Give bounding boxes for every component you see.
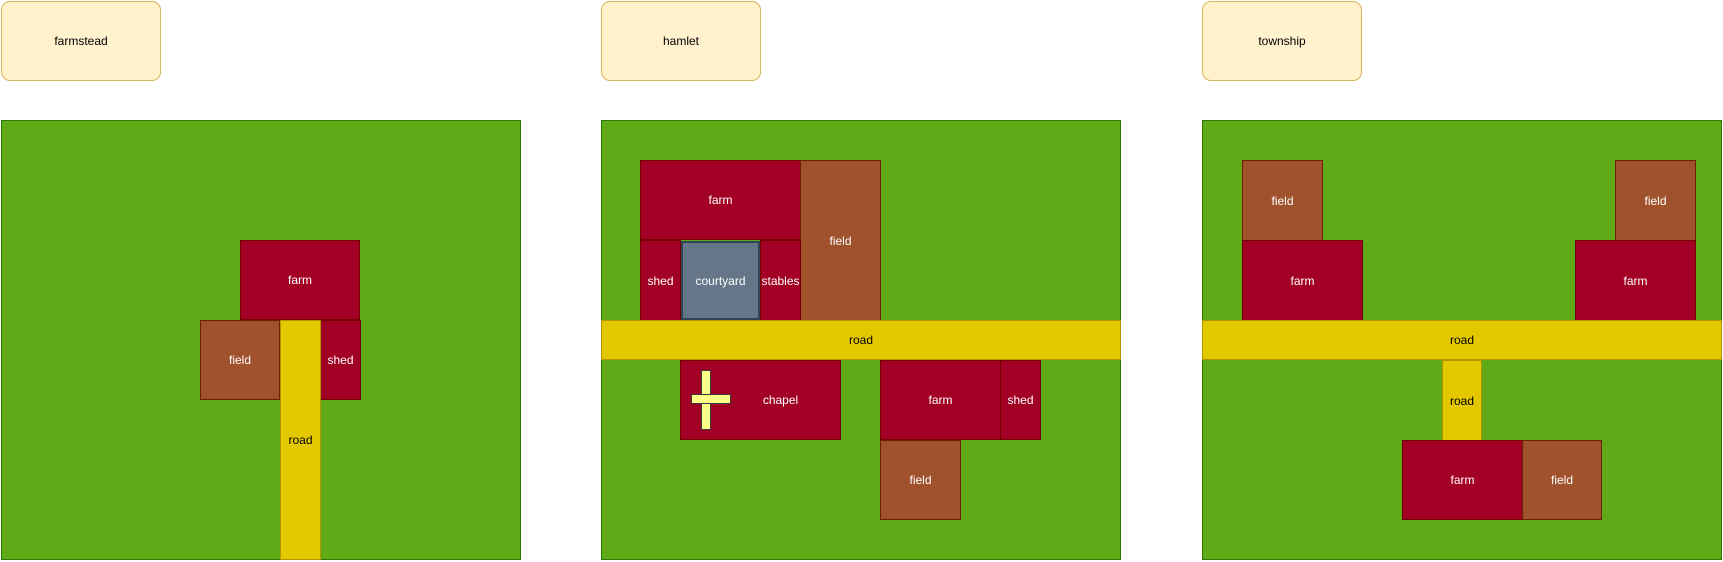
- township-field-bottom: field: [1522, 440, 1602, 520]
- hamlet-field-bottom: field: [880, 440, 961, 520]
- township-title: township: [1202, 1, 1362, 81]
- hamlet-shed-top: shed: [640, 240, 681, 321]
- hamlet-farm-top: farm: [640, 160, 801, 240]
- farmstead-shed: shed: [320, 320, 361, 400]
- hamlet-courtyard: courtyard: [681, 241, 760, 320]
- hamlet-field-top: field: [800, 160, 881, 321]
- chapel-cross-bar-icon: [691, 394, 731, 404]
- farmstead-farm: farm: [240, 240, 360, 320]
- farmstead-road: road: [280, 320, 321, 560]
- hamlet-title: hamlet: [601, 1, 761, 81]
- hamlet-shed-bottom: shed: [1000, 360, 1041, 440]
- township-field-left: field: [1242, 160, 1323, 241]
- farmstead-field: field: [200, 320, 280, 400]
- township-farm-bottom: farm: [1402, 440, 1523, 520]
- farmstead-title: farmstead: [1, 1, 161, 81]
- hamlet-stables: stables: [760, 240, 801, 321]
- township-road-main: road: [1202, 320, 1722, 360]
- township-road-branch: road: [1442, 360, 1482, 441]
- township-farm-left: farm: [1242, 240, 1363, 321]
- hamlet-road: road: [601, 320, 1121, 360]
- township-farm-right: farm: [1575, 240, 1696, 321]
- township-field-right: field: [1615, 160, 1696, 241]
- hamlet-farm-bottom: farm: [880, 360, 1001, 440]
